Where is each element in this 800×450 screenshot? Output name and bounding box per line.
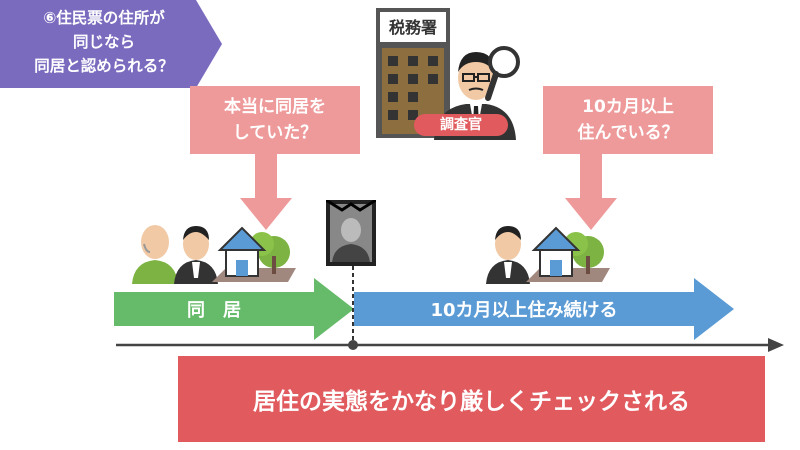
timeline-axis <box>116 338 784 352</box>
title-line-1: ⑥住民票の住所が <box>43 9 165 27</box>
cohabit-label: 同 居 <box>187 300 241 321</box>
conclusion-text: 居住の実態をかなり厳しくチェックされる <box>253 389 690 415</box>
callout-right-line-2: 住んでいる？ <box>577 123 679 143</box>
title-tag-shape <box>0 0 222 88</box>
memorial-portrait-icon <box>326 200 376 266</box>
callout-left-line-1: 本当に同居を <box>224 97 326 117</box>
elderly-man-icon <box>132 225 178 284</box>
magnifier-icon <box>485 46 520 101</box>
house-icon-right <box>526 226 610 282</box>
callout-right-arrow <box>565 154 617 230</box>
title-text: ⑥住民票の住所が 同じなら 同居と認められる？ <box>6 6 202 78</box>
callout-left-line-2: していた？ <box>232 123 318 143</box>
title-line-2: 同じなら <box>72 33 135 51</box>
residence-arrow <box>354 278 734 340</box>
callout-left: 本当に同居を していた？ <box>190 86 360 154</box>
title-tag: ⑥住民票の住所が 同じなら 同居と認められる？ <box>0 0 222 88</box>
residence-label: 10カ月以上住み続ける <box>430 300 618 321</box>
callout-right: 10カ月以上 住んでいる？ <box>543 86 713 154</box>
inspector-label: 調査官 <box>414 114 508 136</box>
title-line-3: 同居と認められる？ <box>34 57 174 75</box>
callout-left-arrow <box>240 154 292 230</box>
man-icon-right <box>486 226 530 284</box>
callout-right-line-1: 10カ月以上 <box>582 97 674 117</box>
conclusion-box: 居住の実態をかなり厳しくチェックされる <box>178 356 765 442</box>
cohabit-arrow <box>114 278 354 340</box>
house-icon <box>212 226 296 282</box>
man-icon <box>174 226 218 284</box>
tax-office-sign: 税務署 <box>388 18 437 37</box>
timeline-divider <box>352 266 354 346</box>
